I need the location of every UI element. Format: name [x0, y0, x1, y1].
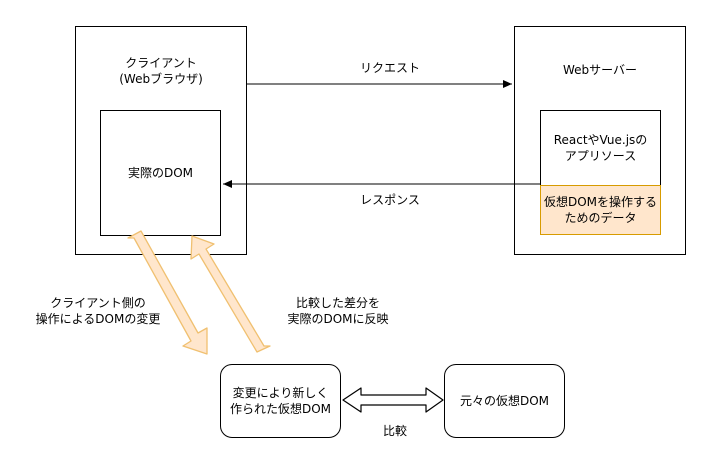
app-resources-box: ReactやVue.jsの アプリソース	[540, 110, 661, 186]
new-vdom-label: 変更により新しく 作られた仮想DOM	[229, 386, 332, 416]
reflect-diff-label: 比較した差分を 実際のDOMに反映	[287, 296, 389, 326]
client-change-label: クライアント側の 操作によるDOMの変更	[35, 296, 161, 326]
original-vdom-label: 元々の仮想DOM	[459, 394, 550, 408]
app-resources-label: ReactやVue.jsの アプリソース	[553, 133, 648, 163]
new-vdom-box: 変更により新しく 作られた仮想DOM	[220, 364, 341, 438]
client-title: クライアント (Webブラウザ)	[119, 56, 203, 86]
real-dom-label: 実際のDOM	[127, 166, 194, 180]
original-vdom-box: 元々の仮想DOM	[444, 364, 565, 438]
compare-label: 比較	[382, 424, 407, 438]
request-label: リクエスト	[359, 61, 420, 75]
server-title: Webサーバー	[562, 63, 638, 77]
compare-arrow	[342, 387, 444, 413]
vdom-data-label: 仮想DOMを操作する ためのデータ	[543, 195, 658, 225]
response-label: レスポンス	[360, 193, 420, 207]
vdom-data-box: 仮想DOMを操作する ためのデータ	[540, 185, 661, 235]
real-dom-box: 実際のDOM	[100, 110, 221, 236]
